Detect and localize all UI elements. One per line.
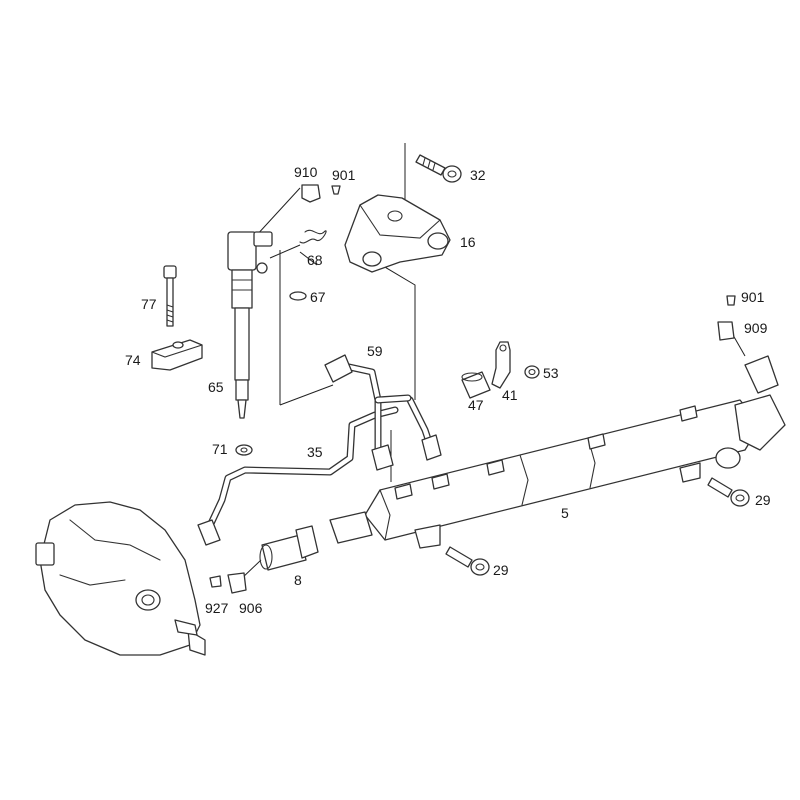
rail-bolt-lower — [445, 546, 490, 576]
callout-8: 8 — [294, 572, 302, 588]
callout-41: 41 — [502, 387, 518, 403]
connector-909 — [717, 321, 735, 341]
callout-5: 5 — [561, 505, 569, 521]
holder-screw — [524, 365, 540, 379]
rail-bolt-right — [707, 477, 750, 507]
callout-927: 927 — [205, 600, 229, 616]
callout-77: 77 — [141, 296, 157, 312]
clamp-bolt — [163, 265, 177, 327]
high-pressure-pump — [35, 501, 206, 656]
connector-906 — [227, 572, 247, 594]
callout-29-right: 29 — [755, 492, 771, 508]
callout-906: 906 — [239, 600, 263, 616]
callout-labels: 32 16 910 901 68 67 77 74 65 59 71 35 47… — [125, 164, 771, 616]
bracket-bolt — [415, 154, 462, 183]
pressure-sensor — [744, 355, 779, 394]
callout-67: 67 — [310, 289, 326, 305]
pin-901-top — [331, 185, 341, 195]
seal-ring — [289, 291, 307, 301]
callout-909: 909 — [744, 320, 768, 336]
callout-68: 68 — [307, 252, 323, 268]
copper-washer — [235, 444, 253, 456]
pin-927 — [209, 575, 222, 588]
callout-71: 71 — [212, 441, 228, 457]
line-holder — [491, 341, 511, 389]
callout-16: 16 — [460, 234, 476, 250]
pressure-valve — [259, 525, 319, 571]
callout-32: 32 — [470, 167, 486, 183]
fuel-rail — [329, 394, 786, 549]
callout-47: 47 — [468, 397, 484, 413]
pin-901-right — [726, 295, 736, 306]
callout-59: 59 — [367, 343, 383, 359]
injection-line-upper — [324, 354, 442, 471]
injector-clamp — [151, 339, 203, 371]
injection-line — [197, 406, 399, 546]
callout-74: 74 — [125, 352, 141, 368]
callout-29-lower: 29 — [493, 562, 509, 578]
retaining-clip — [299, 229, 327, 244]
callout-65: 65 — [208, 379, 224, 395]
fuel-injector — [227, 231, 273, 419]
mounting-bracket — [344, 194, 451, 273]
callout-910: 910 — [294, 164, 318, 180]
callout-53: 53 — [543, 365, 559, 381]
sleeve — [461, 371, 491, 399]
connector-910 — [301, 184, 321, 203]
callout-35: 35 — [307, 444, 323, 460]
leader-lines — [239, 143, 746, 581]
callout-901-right: 901 — [741, 289, 765, 305]
callout-901-top: 901 — [332, 167, 356, 183]
